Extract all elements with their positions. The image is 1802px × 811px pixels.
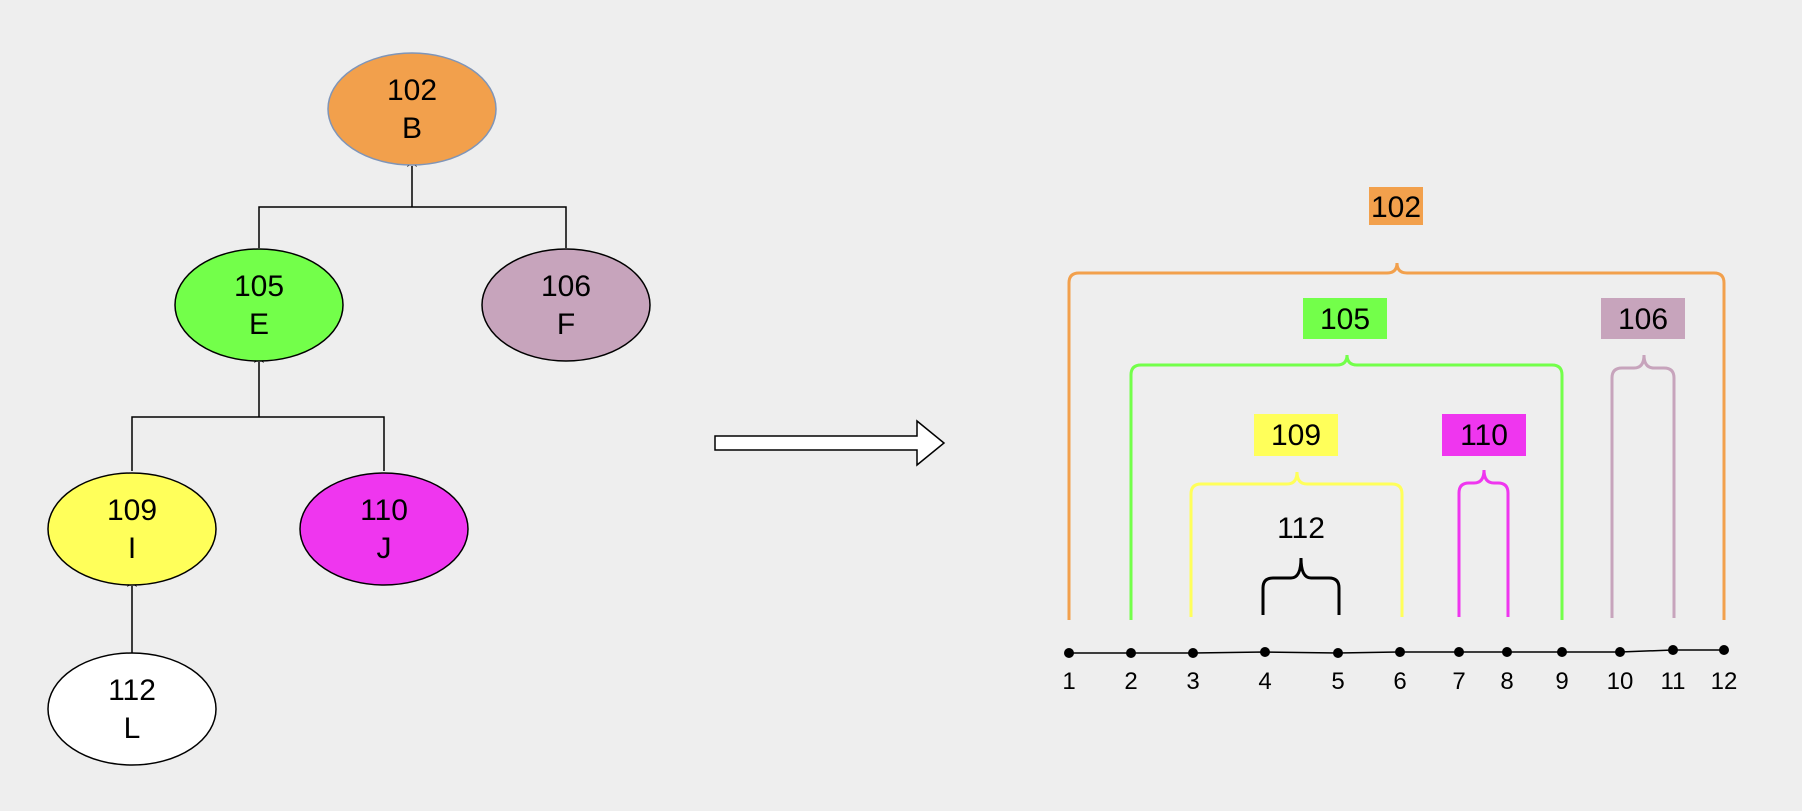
node-shape [174,248,344,362]
bracket-label: 102 [1371,191,1421,224]
bracket-109: 109 [1189,414,1404,617]
bracket-shape [1457,469,1510,617]
bracket-label: 112 [1277,512,1325,545]
bracket-shape [1067,262,1726,620]
node-letter: B [402,112,422,145]
bracket-105: 105 [1129,298,1564,620]
tree-node-109: 109 I [47,472,217,586]
number-line-point [1064,648,1074,658]
node-id: 110 [360,494,408,527]
node-letter: I [128,532,136,565]
number-line-point [1615,647,1625,657]
number-line-point [1719,645,1729,655]
tree-connectors [127,157,567,653]
number-line-point [1188,648,1198,658]
number-line-point [1126,648,1136,658]
node-shape [299,472,469,586]
node-letter: F [557,308,575,341]
bracket-label: 110 [1460,419,1508,452]
node-id: 112 [108,674,156,707]
number-line-point [1333,648,1343,658]
node-shape [47,652,217,766]
connector-105-to-102 [258,206,567,248]
number-line-label: 5 [1331,668,1344,695]
bracket-label: 109 [1271,419,1321,452]
number-line-label: 4 [1258,668,1271,695]
number-line-label: 11 [1661,668,1686,695]
node-shape [481,248,651,362]
connector-109-to-105 [131,416,385,471]
bracket-label: 106 [1618,303,1668,336]
number-line-point [1395,647,1405,657]
tree-node-102: 102 B [327,52,497,166]
bracket-102: 102 [1067,187,1726,620]
node-shape [327,52,497,166]
number-line-label: 2 [1124,668,1137,695]
node-letter: L [124,712,141,745]
number-line-label: 6 [1393,668,1406,695]
bracket-110: 110 [1442,414,1526,617]
number-line-point [1260,647,1270,657]
bracket-label-box [1601,298,1685,339]
number-line-label: 3 [1186,668,1199,695]
node-id: 102 [387,74,437,107]
node-shape [47,472,217,586]
transform-arrow-icon [714,419,946,467]
node-letter: E [249,308,269,341]
node-id: 106 [541,270,591,303]
bracket-label-box [1442,414,1526,456]
bracket-shape [1189,471,1404,617]
number-line-label: 9 [1555,668,1568,695]
number-line-label: 7 [1452,668,1465,695]
number-line-point [1454,647,1464,657]
bracket-106: 106 [1601,298,1685,618]
number-line-point [1502,647,1512,657]
number-line [1069,649,1724,654]
bracket-label-box [1369,187,1423,225]
tree-node-112: 112 L [47,652,217,766]
number-line-label: 10 [1607,668,1634,695]
node-id: 109 [107,494,157,527]
tree-node-110: 110 J [299,472,469,586]
bracket-shape [1129,354,1564,620]
number-line-label: 12 [1711,668,1738,695]
bracket-shape [1610,354,1676,618]
bracket-label-box [1254,414,1338,456]
number-line-point [1557,647,1567,657]
interval-diagram: 102 105 106 109 110 112 [1062,187,1737,695]
bracket-label: 105 [1320,303,1370,336]
number-line-label: 1 [1062,668,1075,695]
number-line-point [1668,645,1678,655]
tree-node-106: 106 F [481,248,651,362]
node-letter: J [377,532,392,565]
tree-node-105: 105 E [174,248,344,362]
bracket-112: 112 [1261,512,1341,615]
number-line-label: 8 [1500,668,1513,695]
bracket-shape [1261,557,1341,615]
bracket-label-box [1303,298,1387,339]
node-id: 105 [234,270,284,303]
